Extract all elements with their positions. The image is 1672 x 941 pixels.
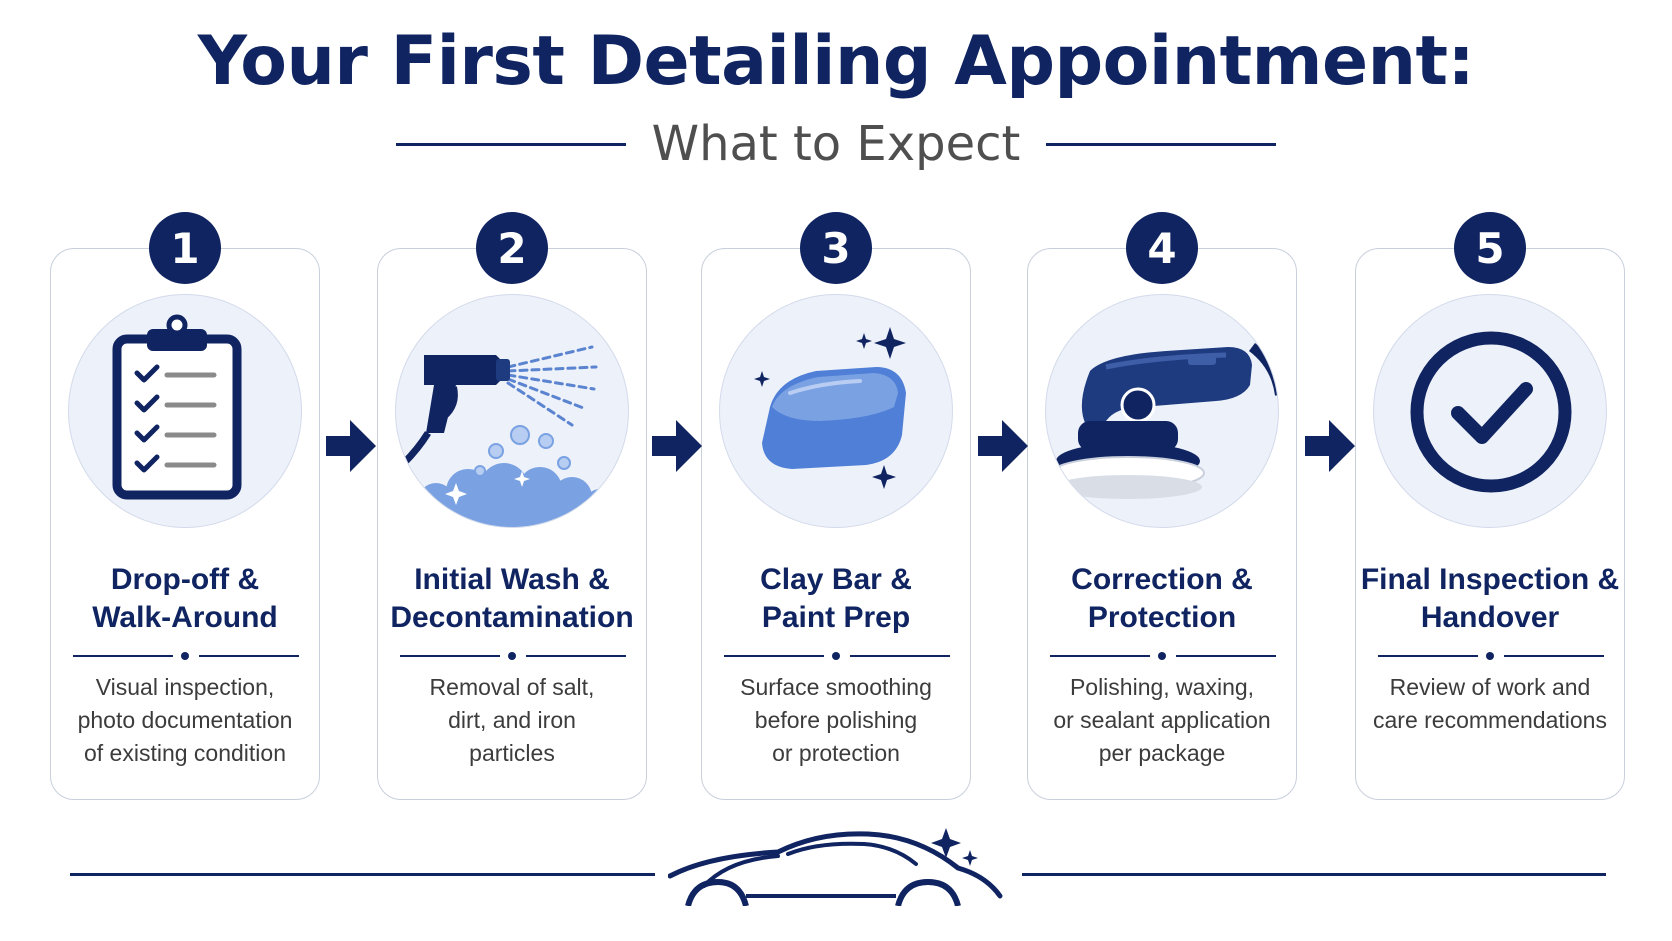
clipboard-checklist-icon (68, 294, 302, 528)
step-title-line: Protection (1087, 601, 1237, 634)
step-desc-line: Surface smoothing (740, 674, 932, 700)
step-description: Review of work and care recommendations (1356, 671, 1624, 737)
pressure-washer-icon (395, 294, 629, 528)
step-description: Surface smoothing before polishing or pr… (702, 671, 970, 770)
clay-bar-icon (719, 294, 953, 528)
step-number-badge: 3 (800, 212, 872, 284)
step-title-line: Handover (1420, 601, 1560, 634)
subtitle-row: What to Expect (0, 120, 1672, 168)
footer-rule-left (70, 873, 655, 876)
step-card-1: Drop-off & Walk-Around Visual inspection… (50, 248, 320, 800)
step-title: Drop-off & Walk-Around (51, 561, 319, 637)
step-description: Removal of salt, dirt, and iron particle… (378, 671, 646, 770)
arrow-right-icon (978, 420, 1028, 472)
step-title-line: Walk-Around (92, 601, 278, 634)
step-desc-line: Review of work and (1389, 674, 1591, 700)
divider (400, 651, 626, 661)
step-desc-line: per package (1098, 740, 1226, 766)
subtitle-rule-right (1046, 142, 1277, 146)
step-card-2: Initial Wash & Decontamination Removal o… (377, 248, 647, 800)
step-title-line: Correction & (1071, 563, 1253, 596)
divider (724, 651, 950, 661)
sparkling-car-icon (668, 828, 1003, 906)
step-card-3: Clay Bar & Paint Prep Surface smoothing … (701, 248, 971, 800)
step-title-line: Final Inspection & (1360, 563, 1620, 596)
step-card-4: Correction & Protection Polishing, waxin… (1027, 248, 1297, 800)
page-title: Your First Detailing Appointment: (197, 22, 1475, 101)
step-title-line: Initial Wash & (414, 563, 610, 596)
footer-rule-right (1022, 873, 1606, 876)
step-number-badge: 5 (1454, 212, 1526, 284)
step-desc-line: photo documentation (77, 707, 293, 733)
step-desc-line: Polishing, waxing, (1069, 674, 1255, 700)
divider (1050, 651, 1276, 661)
step-number-badge: 2 (476, 212, 548, 284)
divider (73, 651, 299, 661)
step-desc-line: particles (469, 740, 555, 766)
step-desc-line: or protection (772, 740, 900, 766)
checkmark-circle-icon (1373, 294, 1607, 528)
step-title-line: Drop-off & (110, 563, 260, 596)
step-desc-line: before polishing (754, 707, 918, 733)
step-title-line: Decontamination (390, 601, 634, 634)
divider (1378, 651, 1604, 661)
step-title-line: Clay Bar & (760, 563, 912, 596)
step-title-line: Paint Prep (761, 601, 911, 634)
step-description: Visual inspection, photo documentation o… (51, 671, 319, 770)
page-subtitle: What to Expect (651, 116, 1021, 172)
arrow-right-icon (652, 420, 702, 472)
arrow-right-icon (326, 420, 376, 472)
step-title: Final Inspection & Handover (1356, 561, 1624, 637)
step-desc-line: Visual inspection, (95, 674, 275, 700)
step-desc-line: dirt, and iron (448, 707, 576, 733)
step-title: Initial Wash & Decontamination (378, 561, 646, 637)
step-title: Correction & Protection (1028, 561, 1296, 637)
subtitle-rule-left (395, 142, 626, 146)
step-title: Clay Bar & Paint Prep (702, 561, 970, 637)
step-desc-line: Removal of salt, (429, 674, 595, 700)
step-number-badge: 1 (149, 212, 221, 284)
step-description: Polishing, waxing, or sealant applicatio… (1028, 671, 1296, 770)
step-number-badge: 4 (1126, 212, 1198, 284)
arrow-right-icon (1305, 420, 1355, 472)
step-desc-line: or sealant application (1053, 707, 1271, 733)
step-desc-line: care recommendations (1373, 707, 1607, 733)
orbital-polisher-icon (1045, 294, 1279, 528)
step-card-5: Final Inspection & Handover Review of wo… (1355, 248, 1625, 800)
step-desc-line: of existing condition (83, 740, 286, 766)
